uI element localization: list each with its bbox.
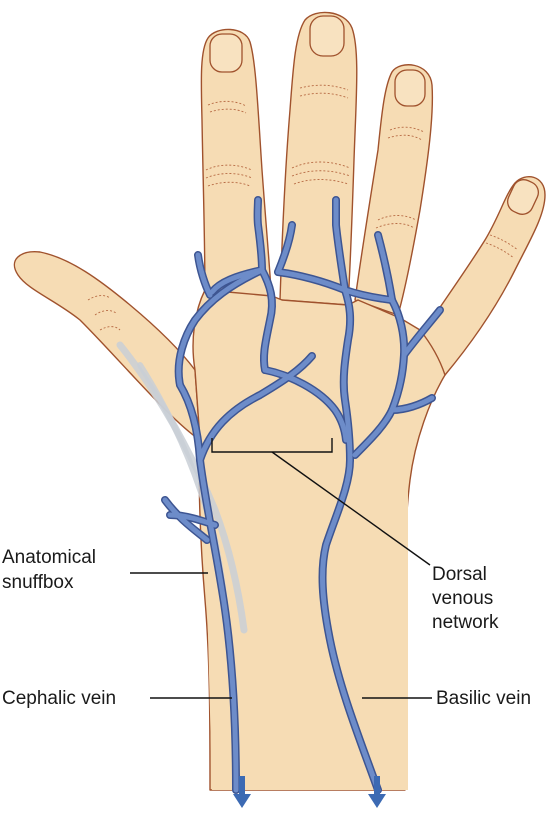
dorsal-network-label-line1: Dorsal (432, 564, 487, 585)
basilic-vein-label: Basilic vein (436, 688, 531, 709)
cephalic-vein-label: Cephalic vein (2, 688, 116, 709)
basilic-flow-arrow (368, 776, 386, 808)
dorsal-network-label-line3: network (432, 612, 499, 633)
ring-finger (354, 64, 434, 316)
dorsal-network-leader (271, 451, 431, 566)
snuffbox-label-line2: snuffbox (2, 572, 74, 593)
dorsal-network-label-line2: venous (432, 588, 493, 609)
little-fingernail (507, 179, 539, 215)
index-fingernail (209, 33, 243, 73)
index-finger (200, 28, 273, 306)
leader-lines (130, 438, 432, 699)
thumb (13, 251, 201, 441)
dorsal-veins (161, 196, 444, 794)
middle-fingernail (309, 15, 345, 57)
ring-fingernail (394, 69, 426, 107)
little-finger (404, 175, 546, 376)
cephalic-flow-arrow (233, 776, 251, 808)
snuffbox-label-line1: Anatomical (2, 547, 96, 568)
hand-illustration (13, 11, 546, 791)
middle-finger (279, 11, 358, 306)
flow-arrows (233, 776, 386, 808)
